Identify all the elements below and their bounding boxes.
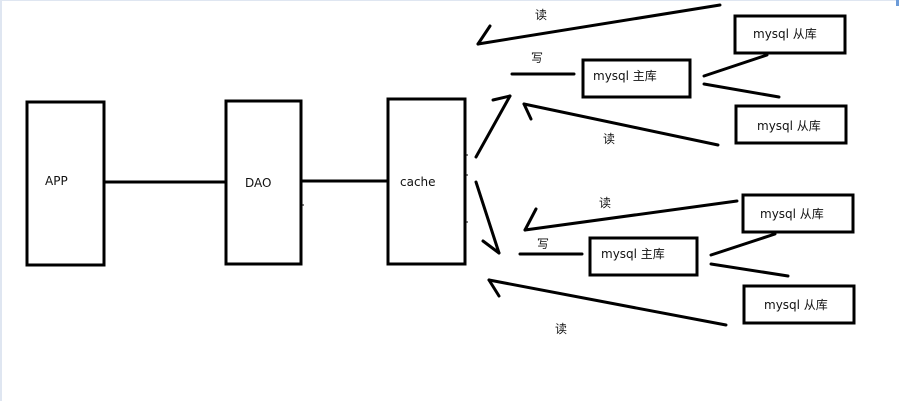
group2-master-slave-a-link [709,232,777,257]
group1-read-top-arrow [476,3,722,46]
group1-slave-a-box [733,14,847,55]
group1-write-label: 写 [531,51,544,65]
group1-slave-a-label: mysql 从库 [753,27,817,41]
scrollbar-marker [896,0,899,6]
group2-master-slave-b-link [709,262,790,278]
group2-master-label: mysql 主库 [601,247,665,261]
group1-read-top-label: 读 [535,8,548,22]
dao-label: DAO [245,176,272,190]
group1-master-label: mysql 主库 [593,69,657,83]
cache-group2-arrowhead [481,239,501,255]
group1-master-slave-b-link [702,82,781,99]
group2-slave-b-box [742,284,856,325]
group1-read-bottom-arrowhead [522,102,533,121]
group2-slave-b-label: mysql 从库 [764,298,828,312]
group1-master-box [581,58,692,99]
group1-slave-b-label: mysql 从库 [757,119,821,133]
window-top-edge [0,0,899,1]
group1-read-top-arrowhead [476,24,492,46]
group2-slave-a-label: mysql 从库 [760,207,824,221]
cache-group1-arrowhead [491,94,512,102]
group2-master-box [588,236,699,277]
group2-read-bottom-arrowhead [487,278,501,298]
group2-read-top-label: 读 [599,196,612,210]
cache-group2-arrow [474,180,501,255]
group2-read-top-arrowhead [523,207,538,232]
cache-group1-arrow [474,94,512,159]
group2-slave-a-box [741,193,855,234]
window-left-edge [0,0,2,401]
group2-write-label: 写 [537,237,550,251]
group2-read-bottom-arrow [487,278,728,327]
cache-label: cache [400,175,436,189]
group2-read-bottom-label: 读 [555,322,568,336]
group1-read-bottom-arrow [522,102,720,147]
group1-read-bottom-label: 读 [603,132,616,146]
group1-slave-b-box [734,104,848,145]
app-label: APP [45,174,68,188]
group1-master-slave-a-link [702,53,769,78]
group2-read-top-arrow [523,199,739,232]
